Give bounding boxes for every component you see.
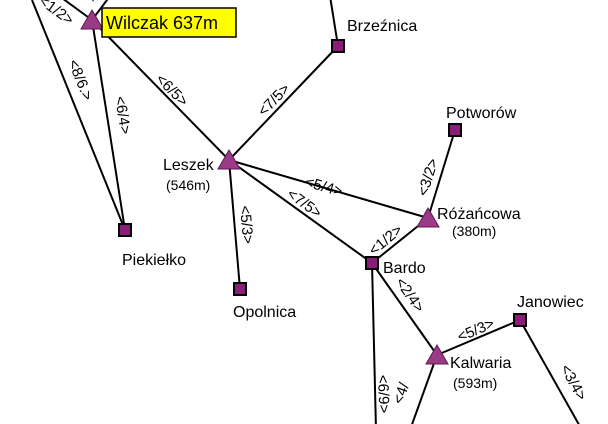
potworow-label: Potworów	[446, 105, 517, 122]
time-wilczak-piekielko-right: <6/4>	[111, 95, 134, 136]
trail-wilczak-leszek	[91, 19, 230, 161]
leszek-peak-marker	[217, 149, 241, 170]
kalwaria-peak-marker	[425, 344, 449, 365]
time-wilczak-top2: <	[84, 0, 101, 7]
trail-leszek-brzeznica	[228, 45, 339, 161]
time-wilczak-piekielko-left: <8/6.>	[64, 57, 96, 103]
trail-rozancowa-potworow	[427, 129, 456, 219]
time-bardo-south: <6/9>	[374, 375, 392, 414]
time-rozancowa-potworow: <3/2>	[415, 156, 443, 198]
janowiec-label: Janowiec	[517, 294, 584, 311]
wilczak-highlight: Wilczak 637m	[101, 7, 237, 38]
trail-leszek-opolnica	[228, 159, 241, 290]
trail-leszek-bardo	[228, 159, 373, 264]
trail-bardo-south	[371, 262, 377, 424]
kalwaria-elevation: (593m)	[453, 375, 497, 391]
rozancowa-elevation: (380m)	[452, 223, 496, 239]
brzeznica-label: Brzeźnica	[347, 18, 417, 35]
time-janowiec-south: <3/4>	[557, 362, 591, 404]
janowiec-marker	[513, 313, 527, 327]
brzeznica-marker	[331, 39, 345, 53]
rozancowa-label: Różańcowa	[437, 206, 521, 223]
kalwaria-label: Kalwaria	[450, 355, 511, 372]
trail-janowiec-south	[519, 319, 580, 424]
trail-bardo-kalwaria	[371, 262, 438, 356]
leszek-label: Leszek	[163, 157, 215, 174]
bardo-marker	[365, 256, 379, 270]
wilczak-highlight-box	[101, 7, 237, 38]
time-kalwaria-janowiec: <5/3>	[455, 315, 497, 346]
trail-kalwaria-janowiec	[436, 319, 521, 356]
opolnica-marker	[233, 282, 247, 296]
trail-west-piekielko	[31, 0, 126, 231]
time-bardo-kalwaria: <2/4>	[392, 275, 428, 316]
place-labels: Brzeźnica Potworów Leszek (546m) Różańco…	[122, 18, 584, 391]
potworow-marker	[448, 123, 462, 137]
piekielko-marker	[118, 223, 132, 237]
trail-wilczak-piekielko	[91, 19, 126, 231]
rozancowa-peak-marker	[416, 207, 440, 228]
trail-brzeznica-north	[329, 0, 339, 47]
trail-kalwaria-south	[411, 354, 438, 424]
bardo-label: Bardo	[383, 260, 426, 277]
village-markers	[118, 39, 527, 327]
peak-markers	[80, 9, 449, 365]
wilczak-label: Wilczak 637m	[106, 13, 218, 33]
time-wilczak-leszek: <6/5>	[152, 71, 191, 110]
trail-wilczak-northwest	[62, 0, 93, 21]
piekielko-label: Piekiełko	[122, 252, 186, 269]
opolnica-label: Opolnica	[233, 304, 296, 321]
time-leszek-opolnica: <5/3>	[236, 205, 256, 245]
trail-leszek-rozancowa	[228, 159, 429, 219]
leszek-elevation: (546m)	[166, 177, 210, 193]
time-kalwaria-south: <4/	[390, 380, 414, 407]
wilczak-peak-marker	[80, 9, 104, 30]
